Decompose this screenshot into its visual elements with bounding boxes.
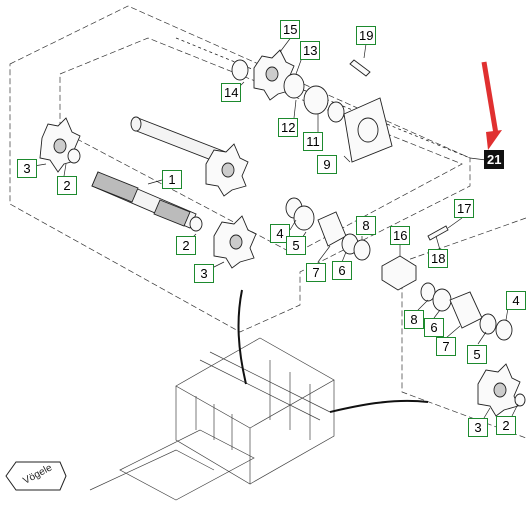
callout-2: 2 [176,236,196,255]
callout-8: 8 [356,216,376,235]
callout-21-highlighted: 21 [484,150,505,169]
flange-plate-9 [343,97,393,163]
callout-4: 4 [270,224,290,243]
bearings-and-rings [67,59,526,407]
callout-12: 12 [278,118,299,137]
callout-9: 9 [317,155,337,174]
callout-5: 5 [467,345,487,364]
callout-6: 6 [424,318,444,337]
callout-2: 2 [57,176,77,195]
shaft-lower [91,171,197,229]
callout-16: 16 [390,226,411,245]
bolts [349,59,449,241]
callout-2: 2 [496,416,516,435]
highlight-arrow [481,61,502,150]
sprocket-upper-right [205,143,249,197]
callout-8: 8 [404,310,424,329]
chain-lines [237,289,429,413]
group-boundary-right [401,217,526,439]
group-boundary-upper [9,5,471,333]
callout-13: 13 [300,41,321,60]
callout-4: 4 [506,291,526,310]
callout-3: 3 [468,418,488,437]
sprocket-upper-left [39,117,81,173]
callout-5: 5 [286,236,306,255]
callout-7: 7 [306,263,326,282]
clamp-16 [381,255,417,291]
callout-14: 14 [221,83,242,102]
sprocket-lower [213,215,257,269]
callout-3: 3 [194,264,214,283]
callout-18: 18 [428,249,449,268]
callout-17: 17 [454,199,475,218]
sprocket-right [477,363,521,417]
callout-3: 3 [17,159,37,178]
callout-11: 11 [303,132,323,151]
callout-7: 7 [436,337,456,356]
callout-19: 19 [356,26,377,45]
logo-badge [5,461,67,491]
frame-structure [89,337,335,501]
callout-1: 1 [162,170,182,189]
callout-15: 15 [280,20,301,39]
callout-6: 6 [332,261,352,280]
